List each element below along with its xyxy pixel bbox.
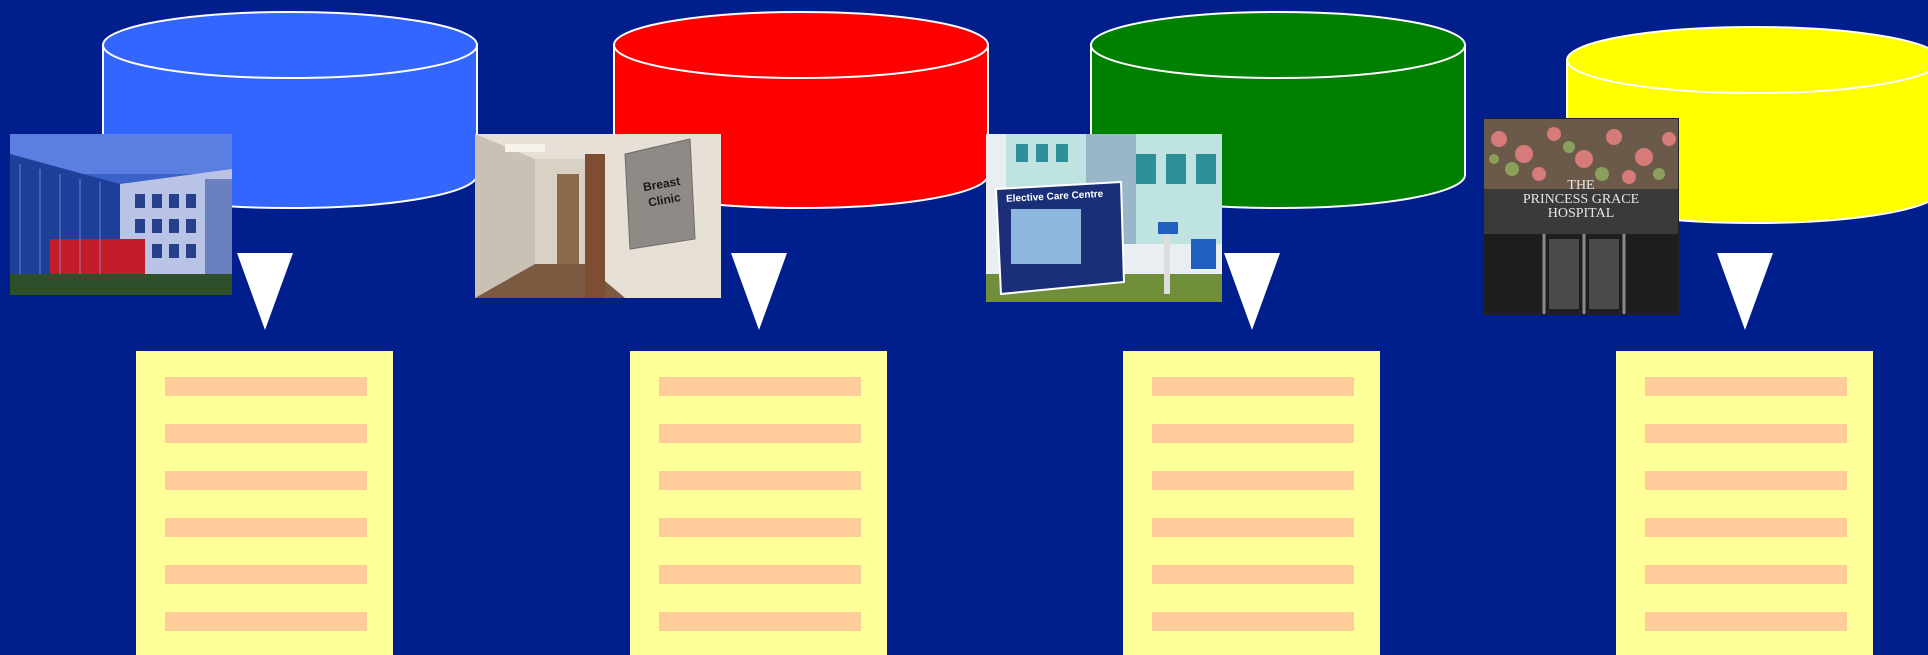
document-text-line: [1645, 612, 1847, 631]
photo-hospital-corridor: Breast Clinic: [475, 134, 721, 298]
document-text-line: [165, 377, 367, 396]
photo-princess-grace-hospital: THE PRINCESS GRACE HOSPITAL: [1483, 118, 1679, 315]
document-text-line: [165, 424, 367, 443]
document-3: [1123, 351, 1380, 655]
document-text-line: [1645, 377, 1847, 396]
down-arrow-2: [731, 253, 787, 330]
document-2: [630, 351, 887, 655]
document-paper: [630, 351, 887, 655]
down-arrow-4: [1717, 253, 1773, 330]
document-text-line: [659, 471, 861, 490]
document-text-line: [1645, 424, 1847, 443]
document-paper: [136, 351, 393, 655]
document-text-line: [659, 424, 861, 443]
document-text-line: [1152, 424, 1354, 443]
document-4: [1616, 351, 1873, 655]
document-1: [136, 351, 393, 655]
document-text-line: [1152, 377, 1354, 396]
document-paper: [1616, 351, 1873, 655]
princess-grace-hospital-sign-text: THE PRINCESS GRACE HOSPITAL: [1522, 178, 1640, 221]
document-text-line: [1645, 471, 1847, 490]
document-paper: [1123, 351, 1380, 655]
document-text-line: [165, 518, 367, 537]
document-text-line: [659, 518, 861, 537]
down-arrow-3: [1224, 253, 1280, 330]
photo-modern-hospital-building: [10, 134, 232, 295]
document-text-line: [1152, 565, 1354, 584]
document-text-line: [165, 612, 367, 631]
document-text-line: [1645, 518, 1847, 537]
document-text-line: [165, 471, 367, 490]
document-text-line: [659, 565, 861, 584]
document-text-line: [1152, 471, 1354, 490]
document-text-line: [1152, 612, 1354, 631]
document-text-line: [1645, 565, 1847, 584]
document-text-line: [1152, 518, 1354, 537]
document-text-line: [165, 565, 367, 584]
photo-elective-care-centre: Elective Care Centre: [986, 134, 1222, 302]
document-text-line: [659, 377, 861, 396]
down-arrow-1: [237, 253, 293, 330]
document-text-line: [659, 612, 861, 631]
